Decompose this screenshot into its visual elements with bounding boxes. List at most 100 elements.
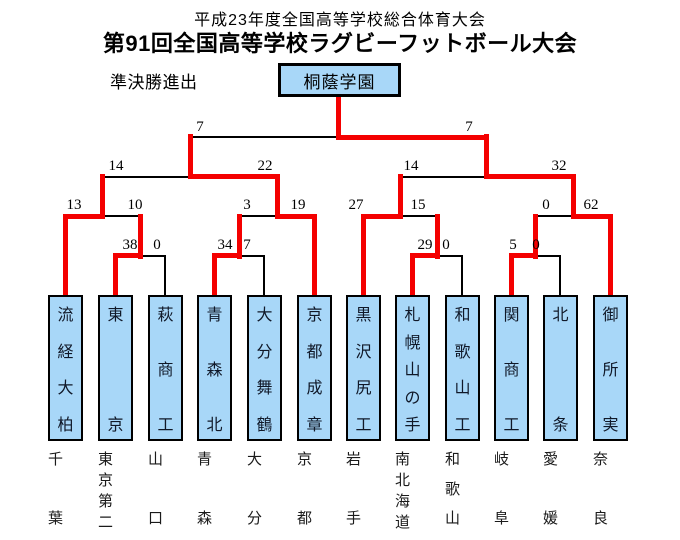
- vertical-char: 北: [394, 473, 410, 489]
- vertical-char: 阜: [493, 511, 509, 527]
- vertical-char: 森: [196, 511, 212, 527]
- vertical-char: 幌: [404, 334, 421, 352]
- score-r1-b-r: 7: [243, 237, 251, 253]
- score-r2-c-l: 27: [348, 197, 364, 213]
- vertical-char: 実: [602, 417, 619, 434]
- vertical-char: 愛: [542, 452, 558, 468]
- vertical-char: 山: [404, 362, 421, 379]
- vertical-char: 工: [503, 417, 520, 434]
- vertical-char: 柏: [57, 416, 74, 434]
- score-r2-b-l: 3: [243, 197, 251, 213]
- score-r2-d-l: 0: [542, 197, 550, 213]
- bracket-line-h: [400, 215, 438, 217]
- vertical-char: 萩: [157, 307, 174, 324]
- winner-path-v: [533, 214, 538, 259]
- score-r1-b-l: 34: [217, 237, 233, 253]
- vertical-char: 山: [454, 380, 471, 398]
- vertical-char: 海: [394, 494, 410, 510]
- team-box: 北条: [543, 295, 578, 441]
- bracket-line-h: [534, 255, 561, 257]
- winner-path-v: [484, 134, 489, 179]
- score-r1-d-l: 5: [509, 237, 517, 253]
- vertical-char: 山: [444, 511, 460, 527]
- vertical-char: 岐: [493, 452, 509, 468]
- vertical-char: 成: [306, 380, 323, 398]
- team-box: 京都成章: [297, 295, 332, 441]
- score-final-right: 7: [465, 119, 473, 135]
- vertical-char: 岩: [345, 452, 361, 468]
- bracket-line-h: [437, 255, 463, 257]
- tournament-subtitle: 平成23年度全国高等学校総合体育大会: [194, 12, 486, 29]
- vertical-char: 商: [503, 362, 520, 379]
- vertical-char: 黒: [355, 307, 372, 324]
- team-box: 東京: [98, 295, 133, 441]
- vertical-char: 南: [394, 452, 410, 468]
- vertical-char: 工: [157, 417, 174, 434]
- score-final-left: 7: [196, 119, 204, 135]
- prefecture-label: 青森: [187, 448, 222, 528]
- score-r1-a-l: 38: [122, 237, 138, 253]
- winner-path-v: [237, 214, 242, 259]
- team-box: 青森北: [197, 295, 232, 441]
- winner-path-v: [509, 253, 514, 296]
- bracket-line-v: [164, 255, 166, 296]
- winner-path-h: [275, 214, 317, 219]
- team-box: 萩商工: [148, 295, 183, 441]
- winner-path-h: [361, 214, 403, 219]
- winner-path-h: [571, 214, 613, 219]
- advancing-team-name: 桐蔭学園: [303, 72, 376, 92]
- bracket-line-h: [102, 176, 190, 178]
- tournament-title: 第91回全国高等学校ラグビーフットボール大会: [102, 31, 578, 56]
- vertical-char: 経: [57, 343, 74, 361]
- team-box: 和歌山工: [445, 295, 480, 441]
- vertical-char: 東: [97, 452, 113, 468]
- winner-path-h: [484, 174, 576, 179]
- vertical-char: 大: [57, 380, 74, 398]
- vertical-char: 山: [147, 452, 163, 468]
- vertical-char: 商: [157, 362, 174, 379]
- score-r1-d-r: 0: [532, 237, 540, 253]
- vertical-char: 御: [602, 307, 619, 324]
- score-r1-a-r: 0: [153, 237, 161, 253]
- vertical-char: 札: [404, 307, 421, 324]
- winner-path-v: [435, 214, 440, 259]
- bracket-line-h: [239, 255, 265, 257]
- prefecture-label: 南北海道: [385, 448, 420, 531]
- score-r1-c-l: 29: [417, 237, 433, 253]
- vertical-char: 沢: [355, 343, 372, 361]
- vertical-char: 所: [602, 362, 619, 379]
- vertical-char: 奈: [592, 452, 608, 468]
- bracket-line-h: [140, 255, 166, 257]
- team-box: 黒沢尻工: [346, 295, 381, 441]
- vertical-char: 第: [97, 494, 113, 510]
- vertical-char: 工: [355, 416, 372, 434]
- winner-path-h: [63, 214, 105, 219]
- score-qf-left-l: 14: [108, 158, 124, 174]
- team-box: 大分舞鶴: [247, 295, 282, 441]
- vertical-char: 和: [444, 452, 460, 468]
- winner-path-h: [336, 135, 489, 140]
- vertical-char: 青: [206, 307, 223, 324]
- prefecture-label: 愛媛: [533, 448, 568, 528]
- score-qf-right-r: 32: [551, 158, 567, 174]
- prefecture-label: 大分: [237, 448, 272, 528]
- team-box: 御所実: [593, 295, 628, 441]
- vertical-char: 大: [256, 307, 273, 324]
- vertical-char: 大: [246, 452, 262, 468]
- prefecture-label: 岩手: [336, 448, 371, 528]
- prefecture-label: 山口: [138, 448, 173, 528]
- winner-path-h: [410, 253, 440, 258]
- vertical-char: 工: [454, 416, 471, 434]
- bracket-line-h: [239, 215, 277, 217]
- winner-path-v: [63, 214, 68, 296]
- score-qf-right-l: 14: [403, 158, 419, 174]
- winner-path-v: [571, 174, 576, 218]
- vertical-char: 北: [552, 307, 569, 324]
- bracket-line-h: [102, 215, 141, 217]
- score-qf-left-r: 22: [257, 158, 273, 174]
- vertical-char: 分: [246, 511, 262, 527]
- winner-path-v: [361, 214, 366, 296]
- score-r1-c-r: 0: [442, 237, 450, 253]
- winner-path-v: [312, 214, 317, 296]
